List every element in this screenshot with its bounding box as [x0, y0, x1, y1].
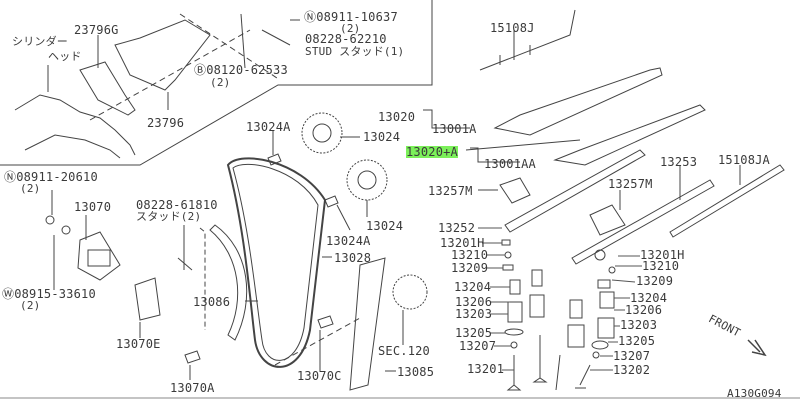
stud-08228-61810-icon: [177, 257, 193, 271]
valve-train-right-icon: [555, 249, 616, 391]
part-label[interactable]: Ⓑ08120-62533: [194, 63, 288, 77]
part-label[interactable]: 13257M: [428, 184, 473, 198]
front-arrow-icon: [747, 339, 767, 357]
part-label[interactable]: 23796G: [74, 23, 119, 37]
part-label[interactable]: 13024A: [246, 120, 291, 134]
bolt-13024A-icon: [267, 153, 282, 166]
part-label[interactable]: 13201H: [440, 236, 485, 250]
part-label[interactable]: 13253: [660, 155, 698, 169]
tensioner-13070-icon: [77, 231, 121, 281]
part-label[interactable]: 13210: [642, 259, 680, 273]
part-label[interactable]: 13070: [74, 200, 112, 214]
chain-guide-13086-icon: [209, 224, 248, 341]
part-label[interactable]: Ⓝ08911-20610: [4, 170, 98, 184]
part-label[interactable]: 13209: [451, 261, 489, 275]
sprocket-13024-lower-icon: [346, 159, 388, 201]
part-label[interactable]: 13086: [193, 295, 231, 309]
part-label[interactable]: 13206: [625, 303, 663, 317]
part-label[interactable]: 08228-61810: [136, 198, 218, 212]
rocker-arm-13257M-2-icon: [589, 204, 626, 236]
part-label[interactable]: 13201: [467, 362, 505, 376]
timing-chain-13028-icon: [226, 157, 327, 368]
part-label[interactable]: 23796: [147, 116, 185, 130]
cylinder-head-icon: [14, 94, 136, 159]
bolt-13070C-icon: [317, 315, 334, 329]
part-label[interactable]: 13207: [459, 339, 497, 353]
inset-border: [0, 0, 433, 166]
part-label[interactable]: 13202: [613, 363, 651, 377]
part-label[interactable]: 13201H: [640, 248, 685, 262]
part-label[interactable]: 13024A: [326, 234, 371, 248]
part-desc: スタッド(2): [136, 210, 202, 223]
section-ref-label[interactable]: SEC.120: [378, 344, 430, 358]
part-label[interactable]: 13203: [620, 318, 658, 332]
sprocket-13024-upper-icon: [301, 112, 343, 154]
cylinder-head-label: シリンダー: [12, 35, 68, 48]
valve-train-left-icon: [501, 239, 548, 391]
part-qty: (2): [210, 76, 231, 89]
part-label[interactable]: 15108JA: [718, 153, 770, 167]
part-label[interactable]: 13085: [397, 365, 435, 379]
part-label[interactable]: 13203: [455, 307, 493, 321]
part-label[interactable]: 13001A: [432, 122, 477, 136]
bracket-23796G-icon: [79, 61, 136, 116]
bolt-13024A-lower-icon: [324, 195, 339, 208]
part-qty: (2): [20, 182, 41, 195]
part-qty: (2): [20, 299, 41, 312]
part-label[interactable]: 13028: [334, 251, 372, 265]
part-label[interactable]: 13252: [438, 221, 476, 235]
camshaft-13020-icon: [493, 67, 663, 136]
part-label-highlighted[interactable]: 13020+A: [406, 145, 458, 159]
nut-08911-20610-icon: [45, 215, 55, 225]
rocker-shaft-13253-icon: [571, 179, 715, 265]
part-label[interactable]: 13024: [366, 219, 404, 233]
part-label[interactable]: Ⓝ08911-10637: [304, 10, 398, 24]
part-qty: (2): [340, 22, 361, 35]
part-label[interactable]: 13207: [613, 349, 651, 363]
cylinder-head-label-2: ヘッド: [48, 50, 82, 63]
part-desc: STUD スタッド(1): [305, 45, 405, 58]
bracket-23796-icon: [114, 19, 211, 91]
camshaft-13020A-icon: [553, 104, 706, 166]
slack-guide-13085-icon: [349, 257, 386, 391]
part-label[interactable]: 13024: [363, 130, 401, 144]
rocker-arm-13257M-icon: [499, 177, 531, 204]
washer-08915-33610-icon: [61, 225, 71, 235]
part-label[interactable]: 13070C: [297, 369, 342, 383]
bolt-13070A-icon: [184, 350, 201, 364]
part-label[interactable]: 13257M: [608, 177, 653, 191]
part-label[interactable]: 13204: [630, 291, 668, 305]
part-label[interactable]: 13205: [618, 334, 656, 348]
oil-pipe-15108JA-icon: [669, 164, 785, 238]
diagram-id: A130G094: [727, 387, 782, 400]
part-label[interactable]: 13209: [636, 274, 674, 288]
part-label[interactable]: 13206: [455, 295, 493, 309]
part-label[interactable]: 13210: [451, 248, 489, 262]
part-label[interactable]: 13070E: [116, 337, 161, 351]
part-label[interactable]: 13070A: [170, 381, 215, 395]
gasket-13070E-icon: [134, 277, 161, 321]
oil-pipe-15108J-icon: [479, 9, 576, 71]
part-label[interactable]: 13204: [454, 280, 492, 294]
crank-sprocket-icon: [392, 274, 428, 310]
part-label[interactable]: Ⓦ08915-33610: [2, 287, 96, 301]
part-label[interactable]: 08228-62210: [305, 32, 387, 46]
part-label[interactable]: 15108J: [490, 21, 535, 35]
part-label[interactable]: 13205: [455, 326, 493, 340]
rocker-shaft-13252-icon: [504, 149, 646, 233]
part-label[interactable]: 13020: [378, 110, 416, 124]
part-label[interactable]: 13001AA: [484, 157, 536, 171]
